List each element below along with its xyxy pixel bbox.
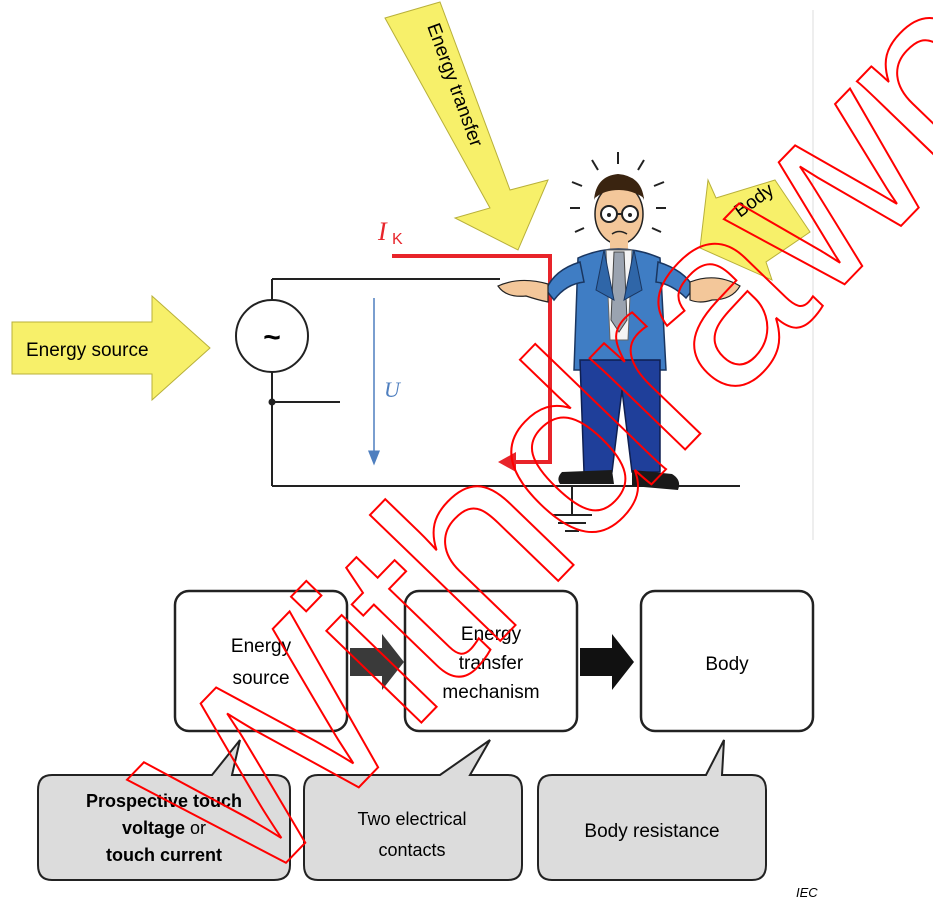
ac-source-icon: [235, 299, 309, 373]
circuit: ~ U I K: [235, 217, 740, 532]
energy-transfer-arrow: Energy transfer: [384, 1, 549, 251]
iec-credit: IEC: [796, 885, 818, 900]
svg-text:Body resistance: Body resistance: [584, 821, 719, 842]
svg-text:mechanism: mechanism: [442, 682, 539, 703]
callout-two-contacts: Two electrical contacts: [303, 739, 523, 881]
callout-body-resistance: Body resistance: [537, 739, 767, 881]
source-symbol: ~: [263, 321, 281, 354]
current-label: I: [377, 217, 388, 246]
svg-text:Body: Body: [705, 654, 749, 675]
watermark-text: Withdrawn: [87, 0, 933, 904]
svg-text:source: source: [232, 668, 289, 689]
svg-text:touch current: touch current: [106, 845, 222, 865]
current-arrowhead: [498, 452, 516, 472]
voltage-label: U: [384, 377, 402, 402]
withdrawn-watermark: Withdrawn: [86, 0, 933, 904]
box-energy-source: [173, 589, 349, 733]
flow-arrow-1-icon: [350, 634, 404, 690]
callout-touch-voltage: Prospective touch voltage or touch curre…: [37, 739, 291, 881]
svg-text:contacts: contacts: [378, 840, 445, 860]
right-hand: [689, 277, 741, 303]
svg-text:Energy: Energy: [461, 624, 522, 645]
svg-text:Energy: Energy: [231, 636, 292, 657]
shock-rays-icon: [570, 152, 666, 233]
current-path: [392, 254, 552, 464]
current-subscript: K: [392, 231, 403, 248]
energy-source-arrow-label: Energy source: [26, 340, 149, 361]
svg-text:Two electrical: Two electrical: [357, 809, 466, 829]
svg-text:transfer: transfer: [459, 653, 524, 674]
junction-dot: [268, 398, 276, 406]
box-transfer-mechanism: [403, 589, 579, 733]
left-hand: [497, 279, 549, 303]
svg-text:Prospective touch: Prospective touch: [86, 791, 242, 811]
person-figure: [497, 152, 741, 490]
flow-diagram: Energy source Energy transfer mechanism …: [173, 589, 815, 733]
energy-source-arrow: Energy source: [11, 294, 211, 402]
flow-arrow-2-icon: [580, 634, 634, 690]
box-body: [639, 589, 815, 733]
svg-text:voltage or: voltage or: [122, 818, 206, 838]
